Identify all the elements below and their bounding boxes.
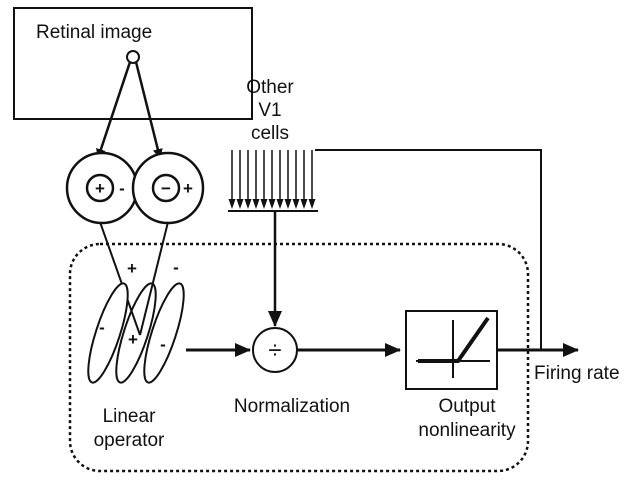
off-cell-connection: [139, 221, 169, 336]
retinal-image-label: Retinal image: [36, 22, 152, 43]
other-v1-input-arrowhead: [236, 199, 244, 209]
other-v1-label-2: V1: [258, 100, 281, 121]
arrow-to-off-cell: [134, 61, 163, 159]
firing-rate-label: Firing rate: [534, 363, 620, 384]
linear-operator-label: Linear: [103, 406, 156, 427]
other-v1-input-arrowhead: [268, 199, 276, 209]
svg-text:-: -: [119, 179, 125, 198]
other-v1-input-arrowhead: [292, 199, 300, 209]
other-v1-inputs: [228, 150, 316, 209]
svg-text:÷: ÷: [268, 337, 281, 364]
other-v1-input-arrowhead: [228, 199, 236, 209]
svg-text:−: −: [161, 179, 171, 198]
retinal-image-box: [13, 7, 253, 120]
output-nonlinearity-label-2: nonlinearity: [418, 420, 516, 441]
linear-operator-label-2: operator: [94, 430, 165, 451]
other-v1-input-arrowhead: [260, 199, 268, 209]
svg-text:+: +: [183, 179, 193, 198]
svg-text:+: +: [128, 330, 138, 349]
output-nonlinearity-label: Output: [438, 396, 496, 417]
on-center-cell: + -: [65, 151, 139, 225]
svg-text:-: -: [160, 335, 166, 354]
arrow-to-on-cell: [96, 61, 132, 159]
normalization-label: Normalization: [234, 396, 350, 417]
other-v1-input-arrowhead: [284, 199, 292, 209]
other-v1-input-arrowhead: [244, 199, 252, 209]
retinal-point: [126, 50, 140, 64]
other-v1-label: Other: [246, 77, 294, 98]
other-v1-input-arrowhead: [308, 199, 316, 209]
off-center-cell: − +: [131, 151, 205, 225]
other-v1-label-3: cells: [251, 123, 289, 144]
other-v1-input-arrowhead: [276, 199, 284, 209]
svg-text:+: +: [95, 179, 105, 198]
linear-operator-filter: - + -: [87, 282, 185, 384]
plus-sign-left: +: [127, 259, 137, 278]
minus-sign-right: -: [173, 258, 179, 277]
output-nonlinearity-box: [405, 310, 498, 390]
normalization-unit: ÷: [252, 327, 298, 373]
svg-text:-: -: [99, 318, 105, 337]
on-cell-connection: [99, 221, 141, 336]
feedback-line: [315, 149, 542, 350]
other-v1-input-arrowhead: [300, 199, 308, 209]
v1-neuron-boundary: [68, 242, 530, 473]
other-v1-input-arrowhead: [252, 199, 260, 209]
